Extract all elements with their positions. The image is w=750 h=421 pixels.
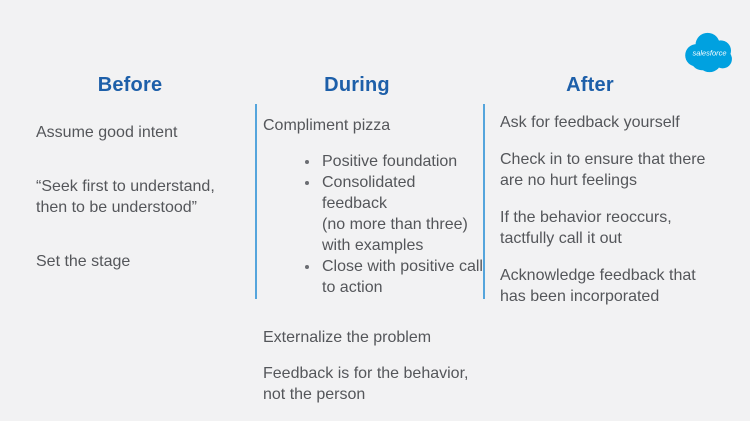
bullet-item: Positive foundation [320,151,483,172]
during-paragraph-externalize: Externalize the problem [263,329,432,346]
during-paragraph-intro: Compliment pizza [263,117,391,134]
bullet-item: Consolidated feedback (no more than thre… [320,172,483,256]
column-during: Compliment pizza Positive foundation Con… [263,115,483,405]
before-paragraph-1: Assume good intent [36,124,178,141]
divider-line-left [255,104,257,299]
divider-line-right [483,104,485,299]
column-after: Ask for feedback yourself Check in to en… [500,112,732,307]
column-title-after: After [566,74,614,96]
before-paragraph-3: Set the stage [36,253,131,270]
before-paragraph-2: “Seek first to understand, then to be un… [36,178,215,216]
after-paragraph-2: Check in to ensure that there are no hur… [500,151,706,189]
after-paragraph-4: Acknowledge feedback that has been incor… [500,267,696,305]
bullet-item: Close with positive call to action [320,256,483,298]
column-title-during: During [324,74,390,96]
after-paragraph-3: If the behavior reoccurs, tactfully call… [500,209,672,247]
salesforce-logo-text: salesforce [692,48,726,57]
column-title-before: Before [97,74,163,96]
during-bullet-list: Positive foundation Consolidated feedbac… [263,151,483,298]
salesforce-logo-icon: salesforce [685,32,732,73]
column-before: Assume good intent “Seek first to unders… [36,122,254,272]
after-paragraph-1: Ask for feedback yourself [500,114,680,131]
during-paragraph-behavior: Feedback is for the behavior, not the pe… [263,365,469,403]
